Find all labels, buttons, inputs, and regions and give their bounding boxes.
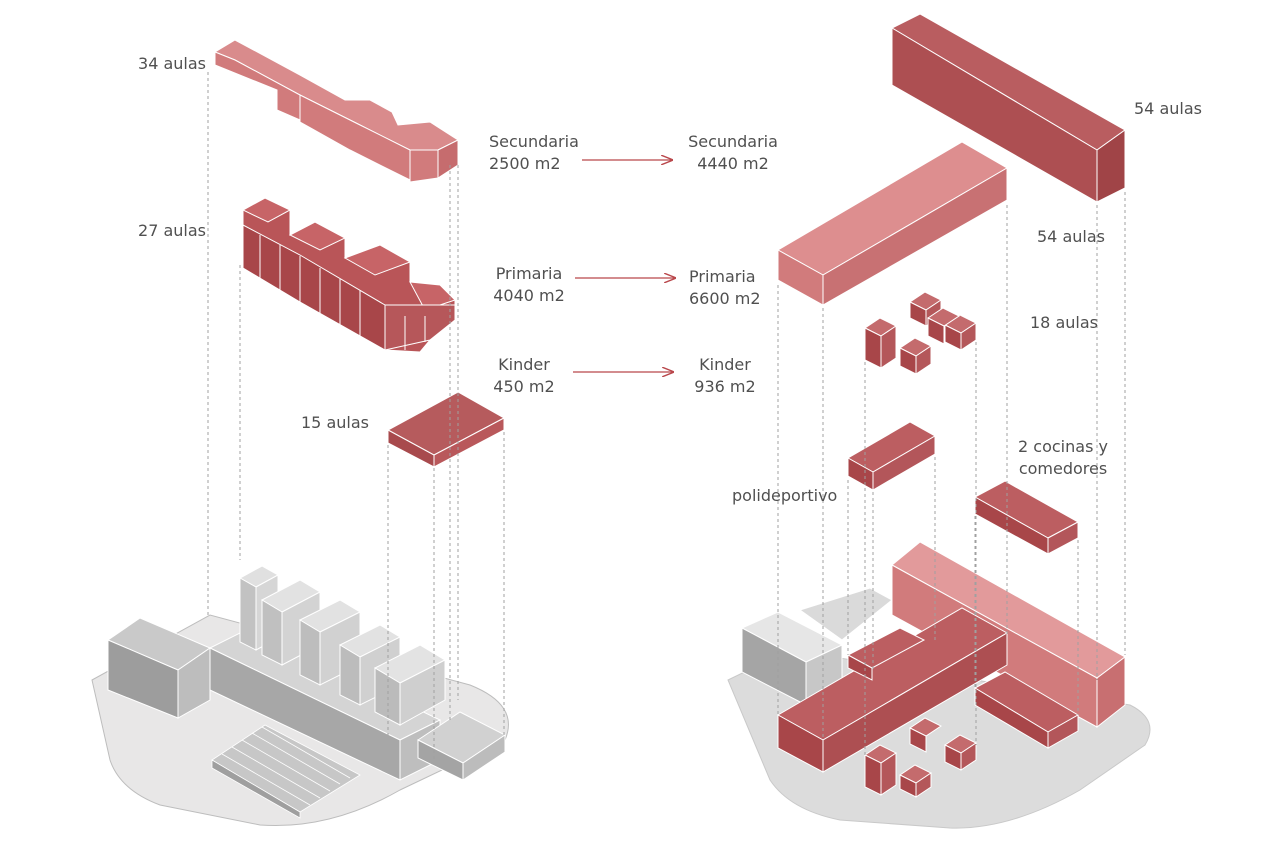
proposal-cocinas-line1: 2 cocinas y xyxy=(1018,437,1108,456)
existing-kinder-area: 450 m2 xyxy=(493,377,555,396)
comparison-arrows xyxy=(573,160,675,372)
proposal-secundaria-ground xyxy=(776,607,1009,773)
proposal-kinder-ground xyxy=(864,717,977,798)
proposal-kinder-aulas: 18 aulas xyxy=(1030,313,1098,332)
existing-kinder-block xyxy=(386,391,506,468)
proposal-polideportivo-ground xyxy=(846,627,926,681)
existing-guide-lines xyxy=(207,72,505,760)
proposal-kinder-label: Kinder 936 m2 xyxy=(680,354,770,398)
existing-secundaria-area: 2500 m2 xyxy=(489,154,561,173)
proposal-secundaria-area: 4440 m2 xyxy=(697,154,769,173)
existing-primaria-aulas: 27 aulas xyxy=(138,221,206,240)
existing-kinder-label: Kinder 450 m2 xyxy=(484,354,564,398)
proposal-primaria-aulas: 54 aulas xyxy=(1037,227,1105,246)
existing-primaria-block xyxy=(241,197,456,353)
existing-primaria-ground xyxy=(238,565,447,726)
proposal-cocinas-line2: comedores xyxy=(1018,459,1108,478)
existing-primaria-name: Primaria xyxy=(495,264,563,283)
proposal-polideportivo-block xyxy=(846,421,937,491)
existing-secundaria-name: Secundaria xyxy=(489,132,579,151)
existing-secundaria-aulas: 34 aulas xyxy=(138,54,206,73)
proposal-primaria-label: Primaria 6600 m2 xyxy=(689,266,761,310)
existing-school-axonometric xyxy=(91,565,509,827)
proposal-primaria-area: 6600 m2 xyxy=(689,289,761,308)
proposal-polideportivo-label: polideportivo xyxy=(732,486,838,505)
existing-primaria-area: 4040 m2 xyxy=(493,286,565,305)
existing-kinder-aulas: 15 aulas xyxy=(301,413,369,432)
proposal-secundaria-block xyxy=(890,13,1126,203)
existing-kinder-ground xyxy=(417,711,506,781)
proposal-secundaria-name: Secundaria xyxy=(688,132,778,151)
proposal-cocinas-block xyxy=(973,480,1080,555)
proposal-ground xyxy=(727,541,1151,829)
proposal-secundaria-label: Secundaria 4440 m2 xyxy=(680,131,786,175)
proposal-existing-gym xyxy=(740,587,893,706)
proposal-secundaria-aulas: 54 aulas xyxy=(1134,99,1202,118)
proposal-primaria-block xyxy=(776,141,1008,306)
existing-secundaria-label: Secundaria 2500 m2 xyxy=(489,131,579,175)
existing-secundaria-block xyxy=(213,39,460,183)
proposal-guide-lines xyxy=(777,192,1126,755)
proposal-kinder-area: 936 m2 xyxy=(694,377,756,396)
proposal-cocinas-label: 2 cocinas y comedores xyxy=(1010,436,1116,480)
existing-gym-building xyxy=(106,617,212,719)
proposal-primaria-name: Primaria xyxy=(689,267,756,286)
existing-sports-roof xyxy=(211,724,361,819)
existing-primaria-label: Primaria 4040 m2 xyxy=(484,263,574,307)
proposal-kinder-name: Kinder xyxy=(699,355,751,374)
proposal-kinder-block xyxy=(864,291,977,375)
existing-kinder-name: Kinder xyxy=(498,355,550,374)
